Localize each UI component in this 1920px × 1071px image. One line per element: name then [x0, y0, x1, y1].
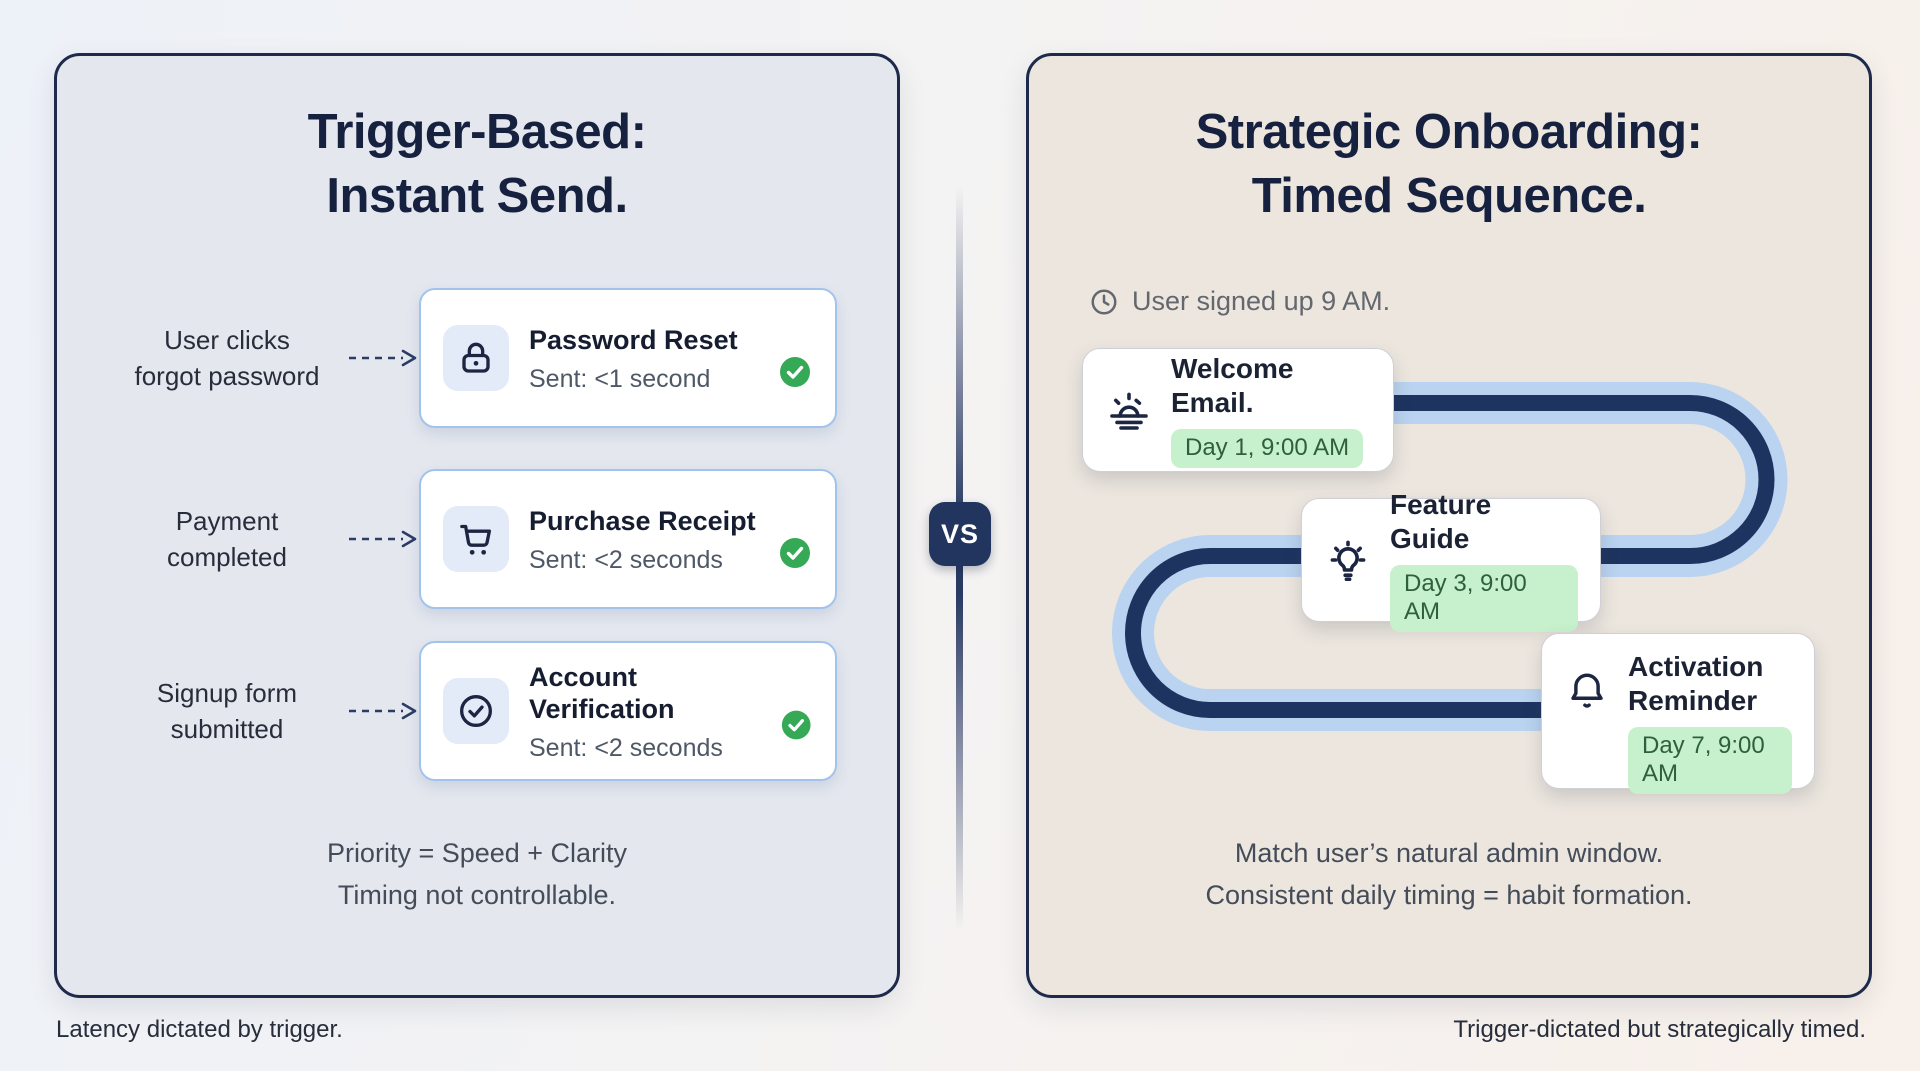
email-card-password-reset: Password Reset Sent: <1 second: [419, 288, 837, 428]
lightbulb-icon: [1330, 540, 1366, 581]
step-title: Welcome Email.: [1171, 353, 1294, 418]
email-card-purchase-receipt: Purchase Receipt Sent: <2 seconds: [419, 469, 837, 609]
icon-tile: [443, 506, 509, 572]
trigger-label-line1: Signup form: [156, 678, 298, 708]
lock-icon: [462, 342, 490, 373]
trigger-label-line2: completed: [167, 542, 287, 572]
left-title-line1: Trigger-Based:: [307, 105, 647, 159]
email-card-account-verification: Account Verification Sent: <2 seconds: [419, 641, 837, 781]
sunrise-icon: [1110, 392, 1148, 430]
right-panel-summary: Match user’s natural admin window. Consi…: [1029, 832, 1869, 916]
left-panel-title: Trigger-Based: Instant Send.: [57, 100, 897, 228]
circle-check-icon: [459, 694, 493, 728]
card-text: Account Verification Sent: <2 seconds: [529, 661, 779, 762]
trigger-label-line2: forgot password: [134, 361, 320, 391]
card-title: Account Verification: [529, 661, 675, 724]
card-text: Password Reset Sent: <1 second: [529, 324, 738, 393]
right-title-line2: Timed Sequence.: [1251, 169, 1647, 223]
left-footer-caption: Latency dictated by trigger.: [56, 1016, 343, 1043]
trigger-label-line1: Payment: [175, 506, 279, 536]
trigger-label-line2: submitted: [170, 714, 284, 744]
sent-check-icon: [781, 710, 811, 740]
sent-check-icon: [780, 538, 810, 568]
step-day-badge: Day 7, 9:00 AM: [1628, 727, 1792, 794]
vs-badge: VS: [929, 502, 991, 566]
step-body: Welcome Email. Day 1, 9:00 AM: [1171, 352, 1371, 468]
icon-tile: [443, 325, 509, 391]
step-body: Feature Guide Day 3, 9:00 AM: [1390, 488, 1578, 632]
strategic-onboarding-panel: Strategic Onboarding: Timed Sequence. Us…: [1026, 53, 1872, 998]
trigger-row-purchase-receipt: Payment completed Purchase Receipt Sen: [57, 469, 897, 609]
step-day-badge: Day 1, 9:00 AM: [1171, 429, 1364, 468]
step-card-activation-reminder: Activation Reminder Day 7, 9:00 AM: [1541, 633, 1815, 794]
trigger-row-account-verification: Signup form submitted Account Verificati…: [57, 641, 897, 781]
step-body: Activation Reminder Day 7, 9:00 AM: [1628, 650, 1792, 794]
bell-icon: [1571, 673, 1603, 708]
trigger-label-line1: User clicks: [164, 325, 290, 355]
card-sent-time: Sent: <1 second: [529, 364, 711, 393]
card-text: Purchase Receipt Sent: <2 seconds: [529, 505, 756, 574]
card-sent-time: Sent: <2 seconds: [529, 545, 723, 574]
step-icon: [1324, 536, 1372, 584]
dashed-arrow-icon: [349, 702, 417, 720]
right-summary-line2: Consistent daily timing = habit formatio…: [1205, 880, 1693, 910]
step-icon: [1564, 668, 1610, 714]
step-icon: [1105, 386, 1153, 434]
step-title-line2: Reminder: [1628, 685, 1758, 716]
left-summary-line1: Priority = Speed + Clarity: [326, 838, 628, 868]
sent-check-icon: [780, 357, 810, 387]
trigger-row-password-reset: User clicks forgot password Password Res…: [57, 288, 897, 428]
step-card-welcome-email: Welcome Email. Day 1, 9:00 AM: [1082, 348, 1394, 472]
cart-icon: [460, 524, 491, 555]
trigger-label: Payment completed: [97, 503, 357, 575]
signup-note: User signed up 9 AM.: [1089, 286, 1390, 317]
trigger-label: Signup form submitted: [97, 675, 357, 747]
card-sent-time: Sent: <2 seconds: [529, 733, 723, 762]
trigger-based-panel: Trigger-Based: Instant Send. User clicks…: [54, 53, 900, 998]
right-footer-caption: Trigger-dictated but strategically timed…: [1453, 1016, 1866, 1043]
right-summary-line1: Match user’s natural admin window.: [1234, 838, 1664, 868]
right-title-line1: Strategic Onboarding:: [1195, 105, 1703, 159]
dashed-arrow-icon: [349, 530, 417, 548]
signup-note-text: User signed up 9 AM.: [1132, 286, 1391, 316]
left-panel-summary: Priority = Speed + Clarity Timing not co…: [57, 832, 897, 916]
sequence-path: [1112, 382, 1788, 731]
trigger-label: User clicks forgot password: [97, 322, 357, 394]
left-title-line2: Instant Send.: [326, 169, 628, 223]
dashed-arrow-icon: [349, 349, 417, 367]
step-title: Feature Guide: [1390, 489, 1492, 554]
card-title: Purchase Receipt: [529, 505, 756, 536]
icon-tile: [443, 678, 509, 744]
left-summary-line2: Timing not controllable.: [337, 880, 617, 910]
clock-icon: [1091, 289, 1117, 314]
card-title: Password Reset: [529, 324, 738, 355]
step-card-feature-guide: Feature Guide Day 3, 9:00 AM: [1301, 489, 1601, 632]
step-day-badge: Day 3, 9:00 AM: [1390, 565, 1578, 632]
right-panel-title: Strategic Onboarding: Timed Sequence.: [1029, 100, 1869, 228]
step-title-line1: Activation: [1628, 651, 1764, 682]
